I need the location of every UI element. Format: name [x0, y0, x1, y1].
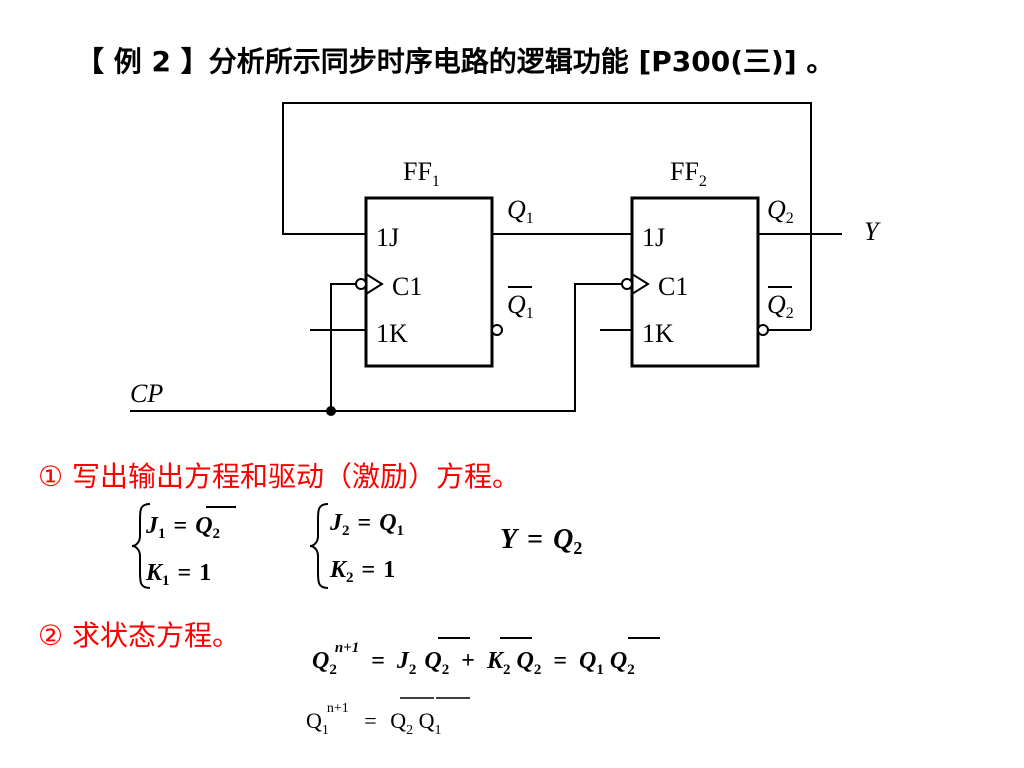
ff1-j-label: 1J	[376, 223, 399, 252]
eq-j2: J2=Q1	[329, 510, 404, 539]
svg-text:FF2: FF2	[670, 157, 707, 190]
cp-ff1-wire	[330, 283, 356, 411]
q1-label: Q1	[507, 195, 534, 227]
slide-title: 【 例 2 】分析所示同步时序电路的逻辑功能 [P300(三)] 。	[76, 45, 835, 78]
circuit-diagram: FF1 FF2 1J C1 1K 1J C1 1K Q1 Q1 Q2 Q2 Y …	[130, 102, 881, 416]
eq-j1: J1=Q2	[145, 513, 220, 542]
brace-1	[131, 503, 151, 589]
y-output-label: Y	[864, 217, 881, 246]
eq-k1: K1=1	[145, 560, 211, 589]
ff1-clock-triangle	[365, 273, 384, 295]
ff2-qbar-bubble	[757, 324, 769, 336]
brace-2	[309, 503, 329, 589]
step-1-text: ① 写出输出方程和驱动（激励）方程。	[38, 460, 521, 493]
q2bar-label: Q2	[767, 290, 794, 322]
eq-state-q1: Q1n+1 = Q2 Q1	[306, 692, 442, 739]
ff1-c-label: C1	[392, 272, 422, 301]
ff2-k-label: 1K	[642, 319, 674, 348]
ff1-k-label: 1K	[376, 319, 408, 348]
ff2-j-label: 1J	[642, 223, 665, 252]
ff2-c-label: C1	[658, 272, 688, 301]
cp-label: CP	[130, 379, 163, 408]
step-2-text: ② 求状态方程。	[38, 619, 241, 652]
eq-y: Y=Q2	[500, 524, 582, 558]
cp-wire	[130, 283, 622, 412]
ff2-clock-triangle	[631, 273, 650, 295]
feedback-wire	[282, 102, 812, 330]
cp-junction-dot	[326, 406, 336, 416]
ff1-qbar-bubble	[491, 324, 503, 336]
eq-k2: K2=1	[329, 557, 395, 586]
ff2-clock-bubble	[621, 278, 633, 290]
ff1-clock-bubble	[355, 278, 367, 290]
eq-state-q2: Q2n+1 = J2 Q2 + K2 Q2 = Q1 Q2	[312, 632, 635, 680]
q1bar-label: Q1	[507, 290, 534, 322]
svg-text:FF1: FF1	[403, 157, 440, 190]
q2-label: Q2	[767, 195, 794, 227]
